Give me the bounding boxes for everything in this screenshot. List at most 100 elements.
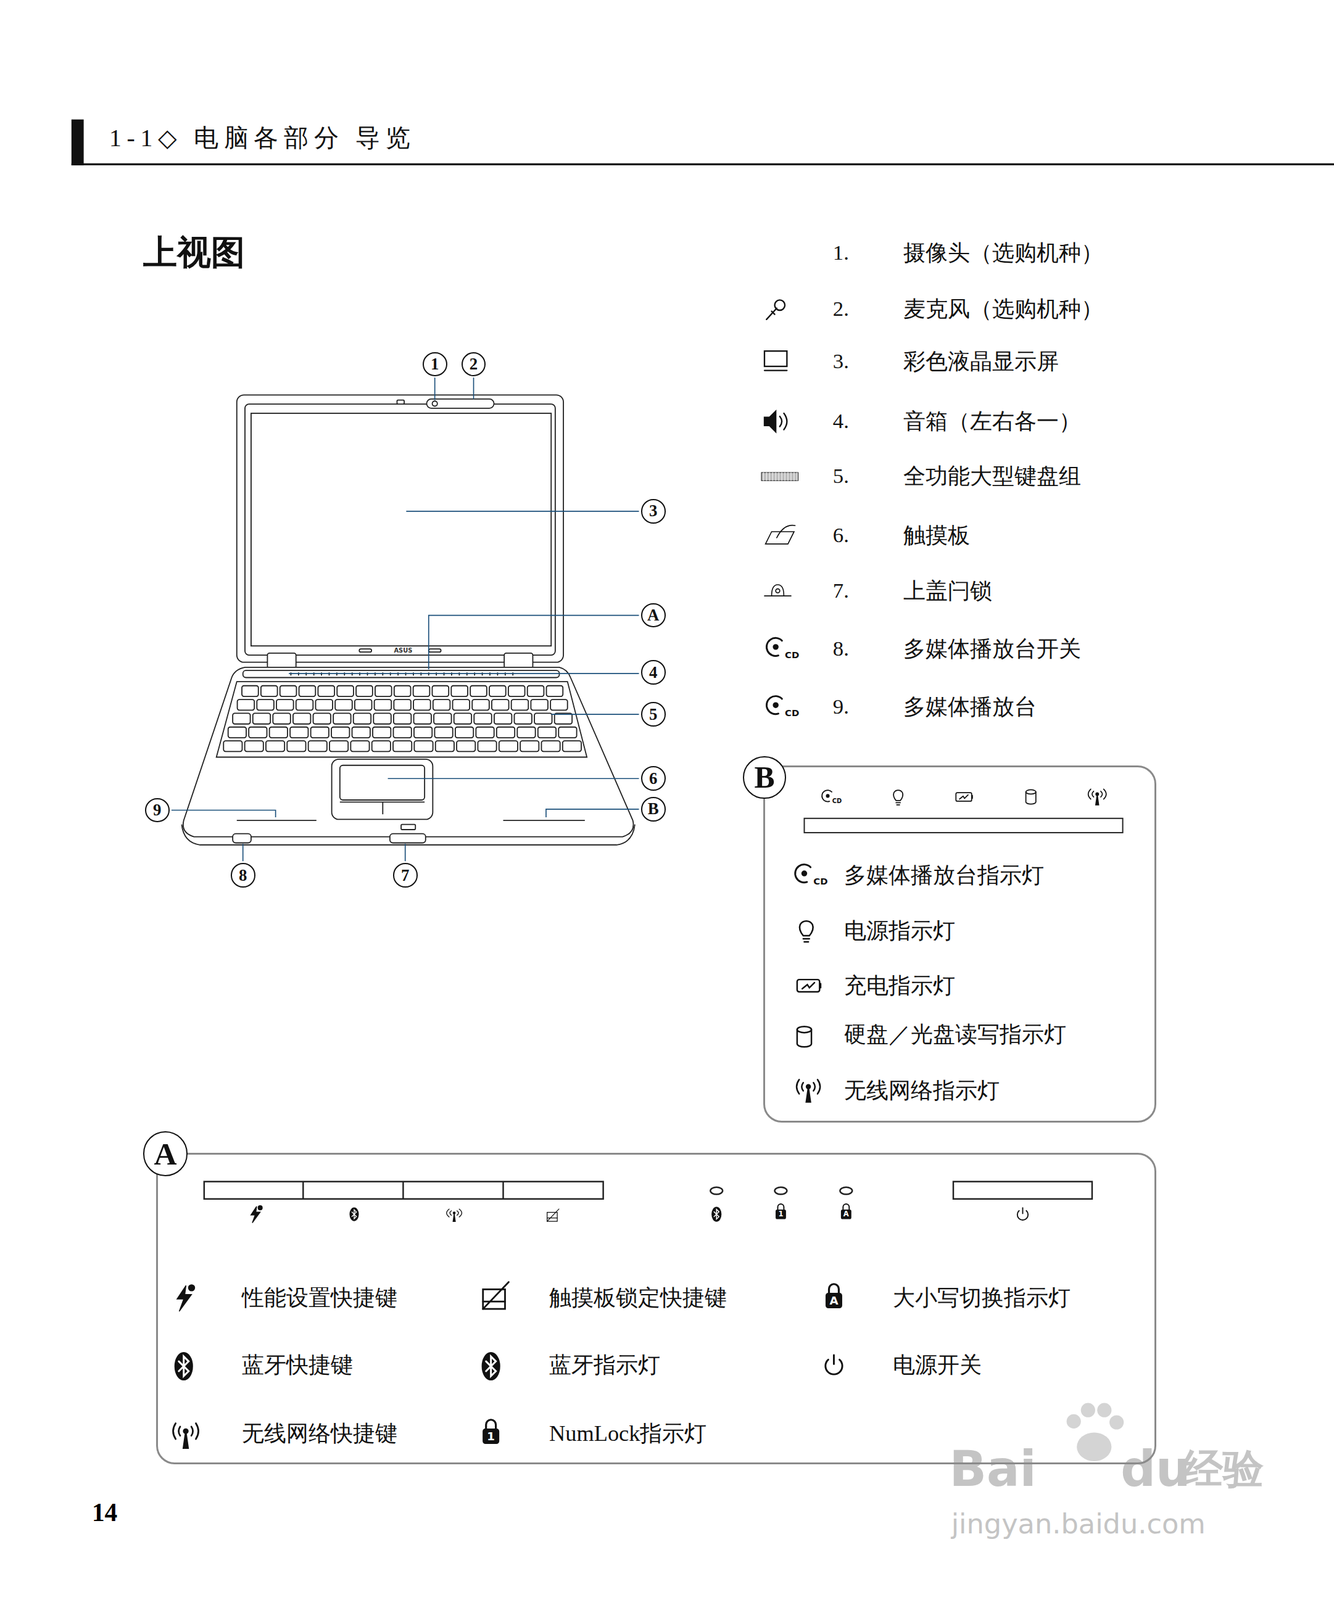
- key: [272, 713, 290, 724]
- key: [514, 713, 532, 724]
- callout-circle: 4: [641, 660, 666, 685]
- key: [413, 686, 431, 697]
- legend-item: NumLock指示灯: [549, 1422, 708, 1446]
- wireless-icon: [173, 1424, 199, 1449]
- callout-circle: A: [143, 1131, 189, 1177]
- key: [290, 727, 308, 738]
- bluetooth-icon: [350, 1208, 359, 1222]
- item-name: 音箱（左右各一）: [903, 410, 1082, 433]
- key: [244, 741, 264, 752]
- cd-icon: [795, 865, 811, 883]
- lock-icon-text: 1: [486, 1431, 495, 1443]
- item-number: 3.: [832, 350, 850, 373]
- callout-number: 1: [430, 356, 439, 373]
- key: [456, 741, 476, 752]
- key: [350, 741, 369, 752]
- battery-icon: [955, 792, 973, 802]
- cd-icon: [821, 790, 832, 803]
- legend-item: 蓝牙快捷键: [241, 1354, 353, 1377]
- power-icon: [825, 1355, 843, 1375]
- key: [475, 727, 494, 738]
- wireless-icon: [1088, 789, 1107, 805]
- key: [538, 727, 556, 738]
- key: [435, 741, 455, 752]
- cd-icon-text: CD: [832, 798, 843, 805]
- legend-panel: 多媒体播放台指示灯电源指示灯充电指示灯硬盘／光盘读写指示灯无线网络指示灯B: [763, 765, 1157, 1123]
- item-number: 4.: [832, 410, 850, 433]
- watermark-paw: [1066, 1403, 1125, 1462]
- key: [554, 713, 572, 724]
- key: [237, 699, 255, 711]
- key: [455, 727, 474, 738]
- key: [223, 741, 242, 752]
- cd-icon: [766, 638, 782, 656]
- lock-icon-text: 1: [778, 1211, 783, 1219]
- key: [546, 686, 564, 697]
- key: [331, 727, 350, 738]
- key: [562, 741, 582, 752]
- monitor-icon: [764, 351, 787, 371]
- key: [470, 686, 487, 697]
- lock-icon: [776, 1204, 786, 1220]
- key: [530, 699, 548, 711]
- callout-number: A: [153, 1138, 177, 1170]
- cd-icon-text: CD: [784, 650, 800, 661]
- microphone-icon: [766, 299, 785, 319]
- bluetooth-icon: [175, 1353, 193, 1381]
- item-number: 6.: [832, 525, 850, 547]
- header-bar: [71, 119, 1334, 166]
- key: [308, 741, 328, 752]
- key: [248, 727, 267, 738]
- performance-icon: [177, 1285, 195, 1312]
- item-name: 全功能大型键盘组: [903, 465, 1082, 488]
- key: [517, 727, 535, 738]
- callout-circle: 9: [145, 798, 170, 824]
- key: [527, 686, 545, 697]
- key: [280, 686, 297, 697]
- key: [433, 713, 452, 724]
- callout-number: 4: [649, 664, 658, 682]
- callout-number: B: [754, 762, 775, 794]
- item-name: 多媒体播放台开关: [903, 638, 1082, 661]
- key: [393, 713, 411, 724]
- wireless-icon: [796, 1079, 821, 1102]
- lock-icon-text: A: [843, 1211, 850, 1219]
- power-light-icon: [893, 790, 903, 806]
- performance-icon: [251, 1206, 263, 1223]
- key: [299, 686, 316, 697]
- item-number: 5.: [832, 465, 850, 488]
- legend-panel: 性能设置快捷键触摸板锁定快捷键大小写切换指示灯蓝牙快捷键蓝牙指示灯电源开关无线网…: [156, 1153, 1157, 1465]
- key: [228, 727, 247, 738]
- item-name: 多媒体播放台: [903, 696, 1037, 719]
- key: [472, 699, 490, 711]
- keyboard-icon: [761, 472, 799, 481]
- key: [293, 713, 311, 724]
- callout-circle: B: [742, 756, 786, 800]
- legend-item: 蓝牙指示灯: [549, 1354, 661, 1377]
- key: [276, 699, 294, 711]
- key: [373, 713, 391, 724]
- key: [329, 741, 348, 752]
- item-number: 9.: [832, 696, 850, 719]
- cd-icon-text: CD: [813, 877, 828, 887]
- key: [256, 699, 274, 711]
- lock-icon: [826, 1284, 842, 1309]
- item-number: 7.: [832, 580, 850, 602]
- legend-item: 电源开关: [892, 1354, 982, 1377]
- key: [375, 686, 392, 697]
- key: [333, 713, 351, 724]
- callout-number: 5: [649, 706, 658, 724]
- key: [354, 699, 373, 711]
- key: [431, 686, 449, 697]
- watermark: Bai: [948, 1445, 1036, 1494]
- item-number: 8.: [832, 638, 850, 661]
- key: [352, 727, 371, 738]
- callout-circle: 7: [393, 863, 418, 888]
- brand-logo: ASUS: [393, 647, 413, 655]
- callout-circle: 6: [641, 766, 666, 792]
- key: [434, 727, 453, 738]
- key: [310, 727, 329, 738]
- key: [393, 741, 412, 752]
- page-number: 14: [91, 1500, 118, 1526]
- key: [489, 686, 506, 697]
